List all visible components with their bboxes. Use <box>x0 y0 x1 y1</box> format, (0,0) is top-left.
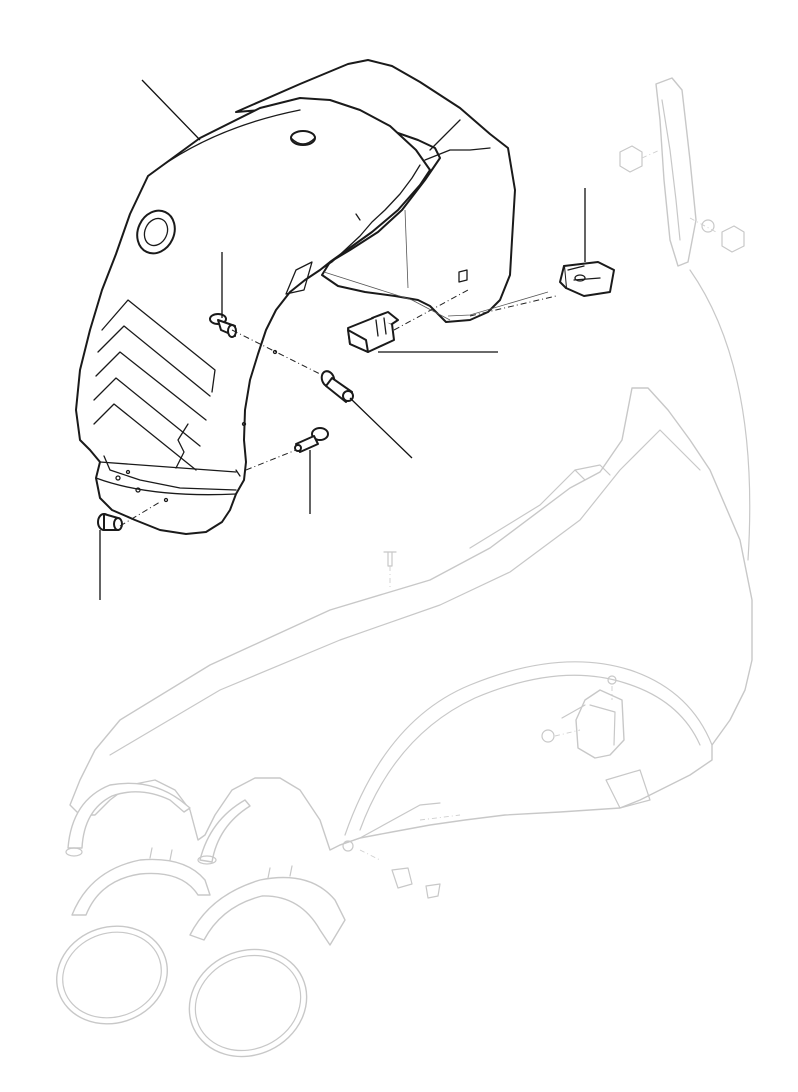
wheel-arch-trims <box>65 782 346 946</box>
wing-mounting-bracket <box>541 675 651 809</box>
speed-nut-clip <box>559 261 615 297</box>
ring-seals <box>56 925 308 1058</box>
bracket-clip <box>347 311 399 353</box>
screw-lower <box>294 427 329 453</box>
wheel-arch-liner <box>75 59 549 535</box>
screw-middle <box>320 370 354 403</box>
assembly-centre-lines <box>119 289 557 527</box>
callout-leaders <box>99 79 586 600</box>
push-rivet-lower <box>97 513 123 531</box>
wing-trim-strip <box>619 77 745 267</box>
